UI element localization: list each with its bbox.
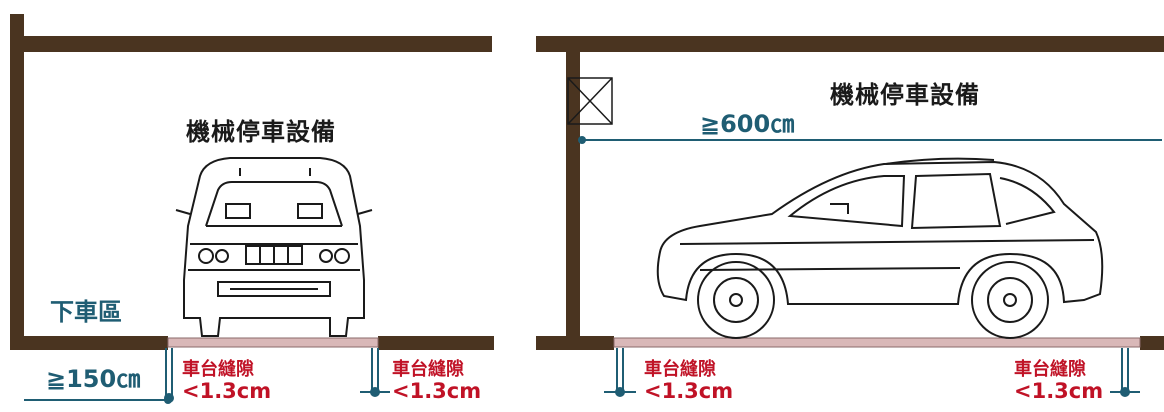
right-gap-marker-a [604,348,636,397]
gap-label-line2: <1.3cm [644,378,734,403]
right-dimension-label: ≧600㎝ [700,110,795,138]
right-floor-right [1140,336,1164,350]
left-gap-label-a: 車台縫隙 <1.3cm [182,359,272,403]
gap-label-line1: 車台縫隙 [644,359,716,380]
left-gap-label-b: 車台縫隙 <1.3cm [392,359,482,403]
right-dim-dot-start [578,136,586,144]
gap-label-line2: <1.3cm [1014,378,1104,403]
left-wall-post [10,14,24,344]
gap-label-line2: <1.3cm [392,378,482,403]
right-wall-post [566,36,580,344]
right-platform [613,337,1141,348]
right-gap-marker-b [1110,348,1140,397]
left-title: 機械停車設備 [186,118,336,146]
left-floor-left [10,336,168,350]
left-gap-marker-b [360,348,390,397]
right-floor-left [536,336,614,350]
zone-label: 下車區 [50,298,122,326]
gap-label-line1: 車台縫隙 [182,359,254,380]
left-ceiling [10,36,492,52]
left-panel [10,14,494,404]
gap-label-line1: 車台縫隙 [392,359,464,380]
left-dimension-label: ≧150㎝ [46,365,141,393]
gap-label-line1: 車台縫隙 [1014,359,1086,380]
right-panel [536,36,1164,397]
car-front-view [175,157,373,337]
left-floor-right [378,336,494,350]
vent-box [567,77,613,125]
right-gap-label-a: 車台縫隙 <1.3cm [644,359,734,403]
left-platform [167,337,379,348]
gap-label-line2: <1.3cm [182,378,272,403]
right-title: 機械停車設備 [830,81,980,109]
left-gap-marker-a [164,348,174,403]
right-gap-label-b: 車台縫隙 <1.3cm [1014,359,1104,403]
car-side-view [656,157,1104,339]
right-ceiling [536,36,1164,52]
